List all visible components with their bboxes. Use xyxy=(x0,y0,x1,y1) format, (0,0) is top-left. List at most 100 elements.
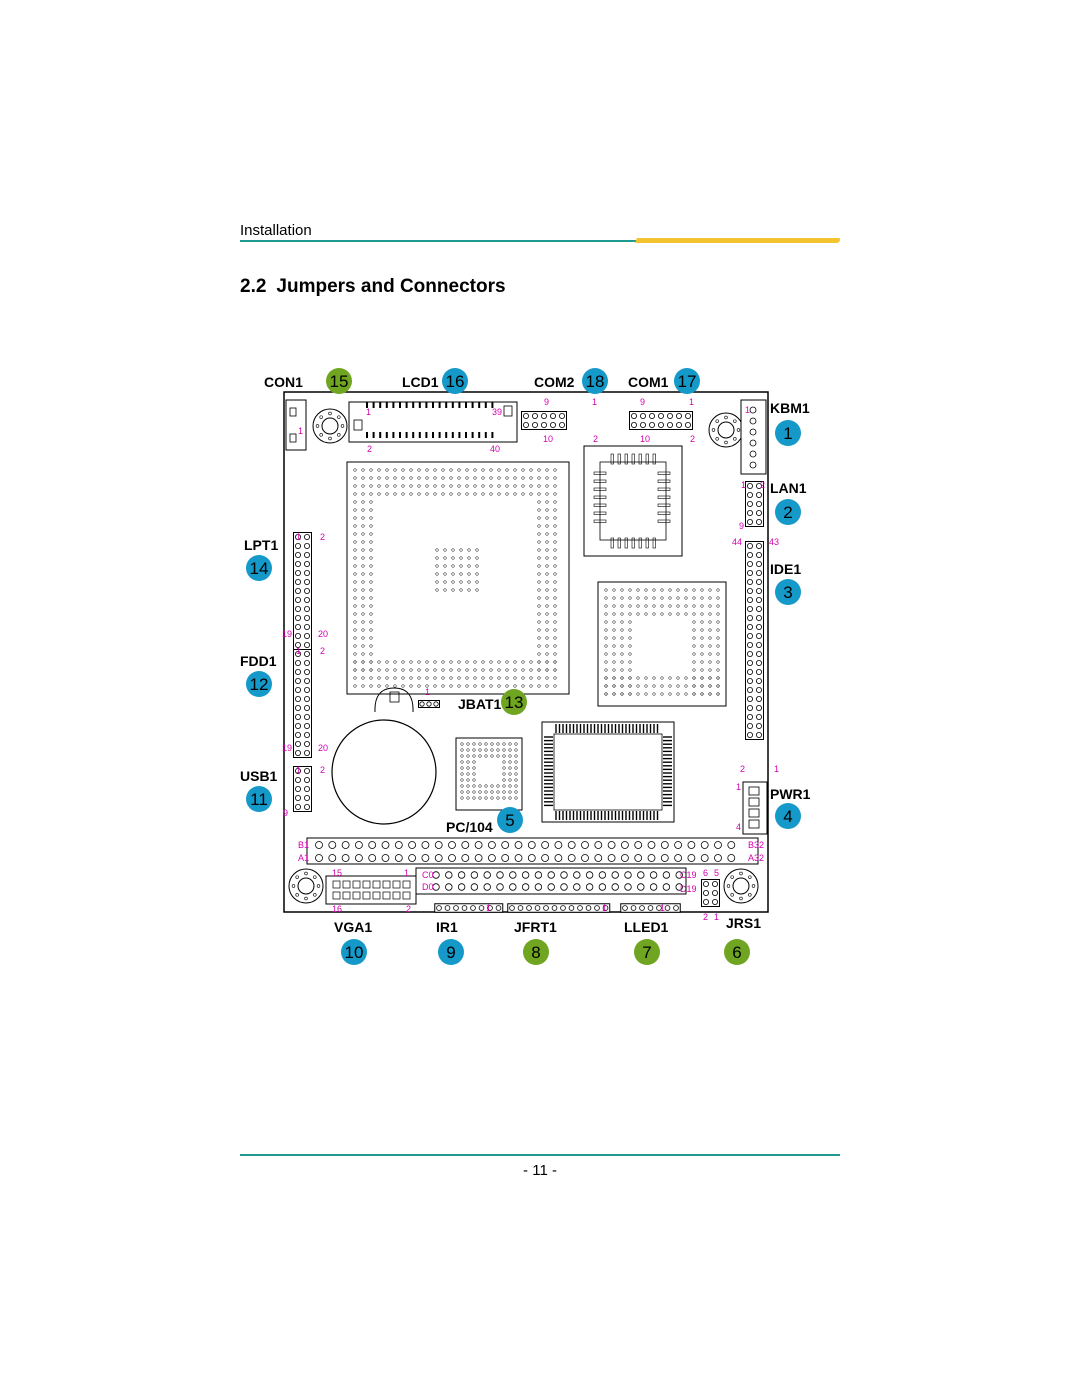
jfrt1-header-pin xyxy=(585,905,592,911)
ide1-header-pin xyxy=(746,659,753,666)
cpu-bga-ball xyxy=(451,564,455,568)
chipset-bga-ball xyxy=(692,644,696,648)
lan1-header-pin xyxy=(746,509,753,516)
plcc-pin xyxy=(617,453,621,465)
chipset-bga xyxy=(597,581,727,707)
mount-hole-bottom-right-vent xyxy=(739,871,743,876)
mount-hole-bottom-left-vent xyxy=(313,893,317,897)
chipset-bga-ball xyxy=(628,660,632,664)
pc104-pin xyxy=(432,871,440,879)
pc104-pin xyxy=(674,841,683,849)
pc104-pin xyxy=(598,883,607,891)
cpu-bga-ball xyxy=(473,476,477,480)
lled1-header-pin xyxy=(639,905,645,911)
lcd1-pin1-label: 1 xyxy=(366,407,371,417)
ide1-label: IDE1 xyxy=(770,561,801,577)
chipset-bga-ball xyxy=(660,684,664,688)
chipset-bga-ball xyxy=(708,604,712,608)
cpu-bga-ball xyxy=(369,516,373,520)
pc104-pin xyxy=(341,841,350,849)
ide1-header-pin xyxy=(746,722,753,729)
chipset-bga-ball xyxy=(620,604,624,608)
com1-header-pin xyxy=(657,413,664,420)
cpu-bga-ball xyxy=(537,484,541,488)
lcd1-pin xyxy=(366,432,368,438)
cpu-bga-ball xyxy=(401,684,405,688)
cpu-bga-ball xyxy=(481,484,485,488)
cpu-bga-ball xyxy=(545,684,549,688)
pc104-pin xyxy=(573,871,581,879)
small-bga-ball xyxy=(460,778,464,782)
pc104-pin xyxy=(457,883,466,891)
cpu-bga-ball xyxy=(353,508,357,512)
chipset-bga-ball xyxy=(612,596,616,600)
cpu-bga-ball xyxy=(369,540,373,544)
com2-header-pin xyxy=(531,413,538,420)
chipset-bga-ball xyxy=(604,588,608,592)
cpu-bga-ball xyxy=(361,636,365,640)
cpu-bga-ball xyxy=(449,492,453,496)
lcd1-pin xyxy=(432,432,434,438)
cpu-bga-ball xyxy=(361,676,365,680)
chipset-bga-ball xyxy=(716,604,720,608)
fdd1-header-pin xyxy=(304,695,311,702)
ide1-header-pin xyxy=(746,650,753,657)
chipset-bga-ball xyxy=(716,676,720,680)
fdd1-header-pin xyxy=(304,686,311,693)
vga1-marker xyxy=(341,939,367,965)
chipset-bga-ball xyxy=(628,652,632,656)
jbat1-marker-number: 13 xyxy=(505,693,524,712)
cpu-bga-ball xyxy=(505,484,509,488)
usb1-header-pin xyxy=(304,803,311,810)
com1-header-pin xyxy=(648,413,655,420)
cpu-bga-ball xyxy=(489,484,493,488)
fdd1-label: FDD1 xyxy=(240,653,277,669)
vga1-pin xyxy=(382,891,391,900)
small-bga-ball xyxy=(460,772,464,776)
small-bga-ball xyxy=(496,754,500,758)
cpu-bga-ball xyxy=(459,580,463,584)
pc104-pin xyxy=(567,854,576,862)
cpu-bga-ball xyxy=(401,492,405,496)
cpu-bga-ball xyxy=(545,668,549,672)
cpu-bga-ball xyxy=(529,668,533,672)
small-bga-ball xyxy=(490,796,494,800)
plcc-pin xyxy=(657,511,671,515)
ide1-header-pin xyxy=(756,686,763,693)
cpu-bga-ball xyxy=(433,660,437,664)
lcd1-pin xyxy=(471,402,474,408)
plcc-pin xyxy=(631,453,635,465)
cpu-bga-ball xyxy=(361,468,365,472)
pc104-pin xyxy=(355,841,363,849)
pc104-pin xyxy=(487,854,496,862)
cpu-bga-ball xyxy=(457,492,461,496)
ide1-header-pin xyxy=(746,677,753,684)
pc104-pin xyxy=(634,841,643,849)
small-bga-ball xyxy=(484,742,488,746)
chipset-bga-ball xyxy=(692,676,696,680)
cpu-bga-ball xyxy=(553,468,557,472)
kbm1-pin xyxy=(749,439,757,447)
kbm1-pin xyxy=(749,461,757,469)
chipset-bga-ball xyxy=(636,684,640,688)
cpu-bga-ball xyxy=(473,684,477,688)
cpu-bga-ball xyxy=(353,492,357,496)
cpu-bga-ball xyxy=(545,540,549,544)
chipset-bga-ball xyxy=(668,684,672,688)
cpu-bga-ball xyxy=(409,684,413,688)
chipset-bga-ball xyxy=(628,636,632,640)
lled1-header-pin xyxy=(647,905,654,911)
lcd1-pin xyxy=(412,432,415,438)
jfrt1-header-pin xyxy=(534,905,541,911)
cpu-bga-ball xyxy=(473,492,477,496)
lled1-header-pin xyxy=(673,905,679,911)
cpu-bga-ball xyxy=(361,572,365,576)
jrs1-pin1-label: 1 xyxy=(714,912,719,922)
chipset-bga-ball xyxy=(604,620,608,624)
lcd1-pin xyxy=(458,402,461,408)
pc104-c19-label: C19 xyxy=(680,870,697,880)
pc104-pin xyxy=(611,871,619,879)
fdd1-header-pin xyxy=(295,650,302,657)
cpu-bga-ball xyxy=(385,660,389,664)
usb1-header-pin xyxy=(295,776,302,783)
